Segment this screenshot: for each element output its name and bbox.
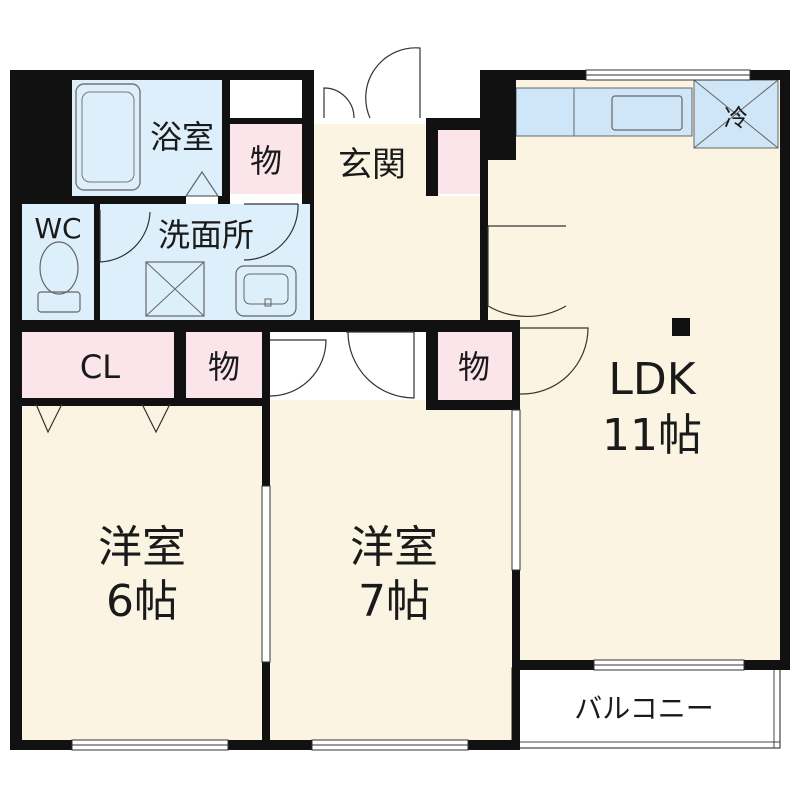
washroom-door <box>243 203 299 261</box>
room2-door <box>346 331 415 399</box>
western2-name-label: 洋室 <box>350 522 438 573</box>
fridge-label: 冷 <box>724 104 748 132</box>
washer-pan-icon <box>145 261 205 317</box>
closet-door-left <box>35 403 63 434</box>
balcony-label: バルコニー <box>574 692 713 725</box>
bath-floor <box>72 80 222 196</box>
washroom-floor <box>100 204 310 320</box>
storage-top-top-wall <box>230 118 314 124</box>
storage-top-label: 物 <box>250 142 282 180</box>
storage-mid-label: 物 <box>208 348 240 386</box>
balcony <box>511 667 781 749</box>
entrance-floor <box>314 124 426 196</box>
storage-right-door <box>519 327 589 395</box>
western1-size-label: 6帖 <box>106 576 178 627</box>
storage-mid-floor <box>186 332 262 400</box>
entrance-door-left <box>323 87 355 119</box>
wc-floor <box>22 204 94 320</box>
outer-wall-bottom <box>10 740 518 750</box>
toilet-tank-icon <box>37 291 81 313</box>
storage-mid-door <box>269 339 327 397</box>
kitchen <box>515 79 779 149</box>
kitchen-counter <box>515 87 693 137</box>
ldk-size-label: 11帖 <box>602 410 702 461</box>
walls <box>10 70 790 750</box>
doors <box>35 47 589 434</box>
closet-right-wall <box>174 332 186 402</box>
storage-right-left-wall <box>426 320 438 410</box>
closet-label: CL <box>80 348 120 386</box>
bathtub-icon <box>75 83 141 191</box>
ldk-door <box>487 225 567 318</box>
mid-row-bottom-wall <box>10 398 270 406</box>
outer-wall-right <box>780 70 790 670</box>
shower-door-icon <box>184 170 220 197</box>
bath-left-pillar <box>10 70 72 204</box>
storage-top-right-wall <box>302 70 314 204</box>
bath-bottom-wall <box>72 196 186 204</box>
wc-door <box>99 210 151 263</box>
hall-bottom-wall <box>314 320 518 332</box>
floors <box>22 80 780 740</box>
windows <box>71 69 751 751</box>
western2-floor <box>270 400 514 740</box>
closet-door-right <box>141 403 171 434</box>
fixtures <box>37 83 297 317</box>
outer-wall-left <box>10 70 22 750</box>
entrance-door-right <box>365 47 421 119</box>
bath-label: 浴室 <box>150 118 214 156</box>
ldk-marker <box>672 318 690 336</box>
entrance-label: 玄関 <box>338 145 406 185</box>
ldk-floor <box>486 80 780 666</box>
washbasin-icon <box>235 265 297 317</box>
western1-name-label: 洋室 <box>98 522 186 573</box>
wc-label: WC <box>34 212 81 245</box>
wet-bottom-wall <box>10 320 314 332</box>
balcony-area <box>511 667 781 749</box>
labels: 浴室 物 玄関 WC 洗面所 CL 物 物 LDK 11帖 洋室 6帖 洋室 7… <box>34 104 748 725</box>
outer-wall-top-bath <box>72 70 314 80</box>
sliding-door-room2-ldk <box>511 409 521 571</box>
bath-right-wall <box>222 70 230 204</box>
western1-floor <box>22 402 264 740</box>
closet-floor <box>22 332 174 400</box>
storage-right-label: 物 <box>458 348 490 386</box>
ldk-name-label: LDK <box>608 354 696 405</box>
sliding-door-rooms <box>261 485 271 663</box>
sink-icon <box>611 95 683 131</box>
western2-size-label: 7帖 <box>358 576 430 627</box>
toilet-bowl-icon <box>39 241 79 295</box>
storage-right-floor <box>438 332 512 400</box>
washroom-label: 洗面所 <box>158 216 254 254</box>
hall-floor <box>314 196 486 324</box>
storage-top-floor <box>230 124 302 194</box>
entrance-top-right <box>426 118 486 130</box>
wc-right-wall <box>94 204 100 326</box>
shoe-storage-floor <box>438 130 480 194</box>
